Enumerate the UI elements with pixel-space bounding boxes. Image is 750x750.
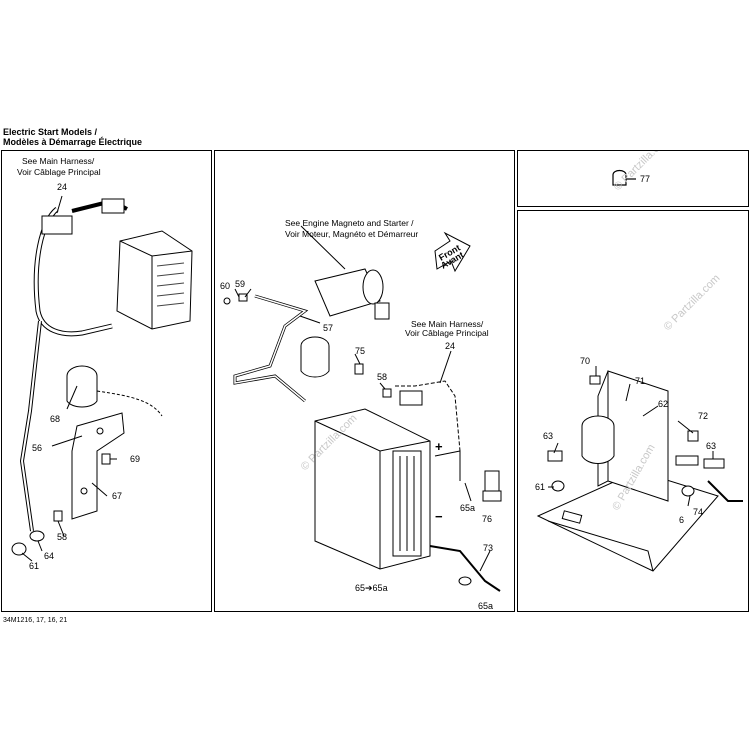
- panel-battery-starter: See Engine Magneto and Starter / Voir Mo…: [214, 150, 515, 612]
- watermark: © Partzilla.com: [662, 272, 723, 333]
- battery-starter-drawing: See Engine Magneto and Starter / Voir Mo…: [220, 218, 502, 611]
- part-label: 61: [535, 482, 545, 492]
- part-label: 57: [323, 323, 333, 333]
- note-engine-en: See Engine Magneto and Starter /: [285, 218, 414, 228]
- part-label: 72: [698, 411, 708, 421]
- part-label: 61: [29, 561, 39, 571]
- part-label: 24: [57, 182, 67, 192]
- part-label: 58: [57, 532, 67, 542]
- part-label: 64: [44, 551, 54, 561]
- panel-harness-relay: See Main Harness/ Voir Câblage Principal…: [1, 150, 212, 612]
- note-main-harness-en: See Main Harness/: [22, 156, 95, 166]
- part-label: 68: [50, 414, 60, 424]
- part-label: 63: [706, 441, 716, 451]
- part-label: 58: [377, 372, 387, 382]
- note-main-harness-en: See Main Harness/: [411, 319, 484, 329]
- diagram-title-en: Electric Start Models /: [3, 127, 98, 137]
- clip-drawing: 77 © Partzilla.com: [612, 151, 673, 193]
- note-main-harness-fr: Voir Câblage Principal: [405, 328, 489, 338]
- panel-clip: 77 © Partzilla.com: [517, 150, 749, 207]
- harness-relay-drawing: See Main Harness/ Voir Câblage Principal…: [11, 156, 193, 571]
- part-label: 71: [635, 376, 645, 386]
- part-label: 24: [445, 341, 455, 351]
- part-label: 73: [483, 543, 493, 553]
- plus-terminal: +: [435, 439, 443, 454]
- note-engine-fr: Voir Moteur, Magnéto et Démarreur: [285, 229, 418, 239]
- note-main-harness-fr: Voir Câblage Principal: [17, 167, 101, 177]
- part-label: 56: [32, 443, 42, 453]
- part-label: 60: [220, 281, 230, 291]
- part-label: 76: [482, 514, 492, 524]
- part-label: 59: [235, 279, 245, 289]
- panel-battery-bracket: 70 71 62 72 63 63 61 74 6 © Partzilla.co…: [517, 210, 749, 612]
- part-label: 67: [112, 491, 122, 501]
- part-label: 6: [679, 515, 684, 525]
- part-label: 70: [580, 356, 590, 366]
- part-label: 65a: [460, 503, 475, 513]
- part-label: 74: [693, 507, 703, 517]
- part-label: 62: [658, 399, 668, 409]
- part-label: 69: [130, 454, 140, 464]
- part-label: 75: [355, 346, 365, 356]
- part-label: 65➔65a: [355, 583, 388, 593]
- minus-terminal: −: [435, 509, 443, 524]
- part-label: 65a: [478, 601, 493, 611]
- battery-bracket-drawing: 70 71 62 72 63 63 61 74 6 © Partzilla.co…: [535, 272, 743, 572]
- part-label: 63: [543, 431, 553, 441]
- diagram-reference-code: 34M1216, 17, 16, 21: [3, 617, 68, 624]
- diagram-title-fr: Modèles à Démarrage Électrique: [3, 137, 143, 147]
- part-label: 77: [640, 174, 650, 184]
